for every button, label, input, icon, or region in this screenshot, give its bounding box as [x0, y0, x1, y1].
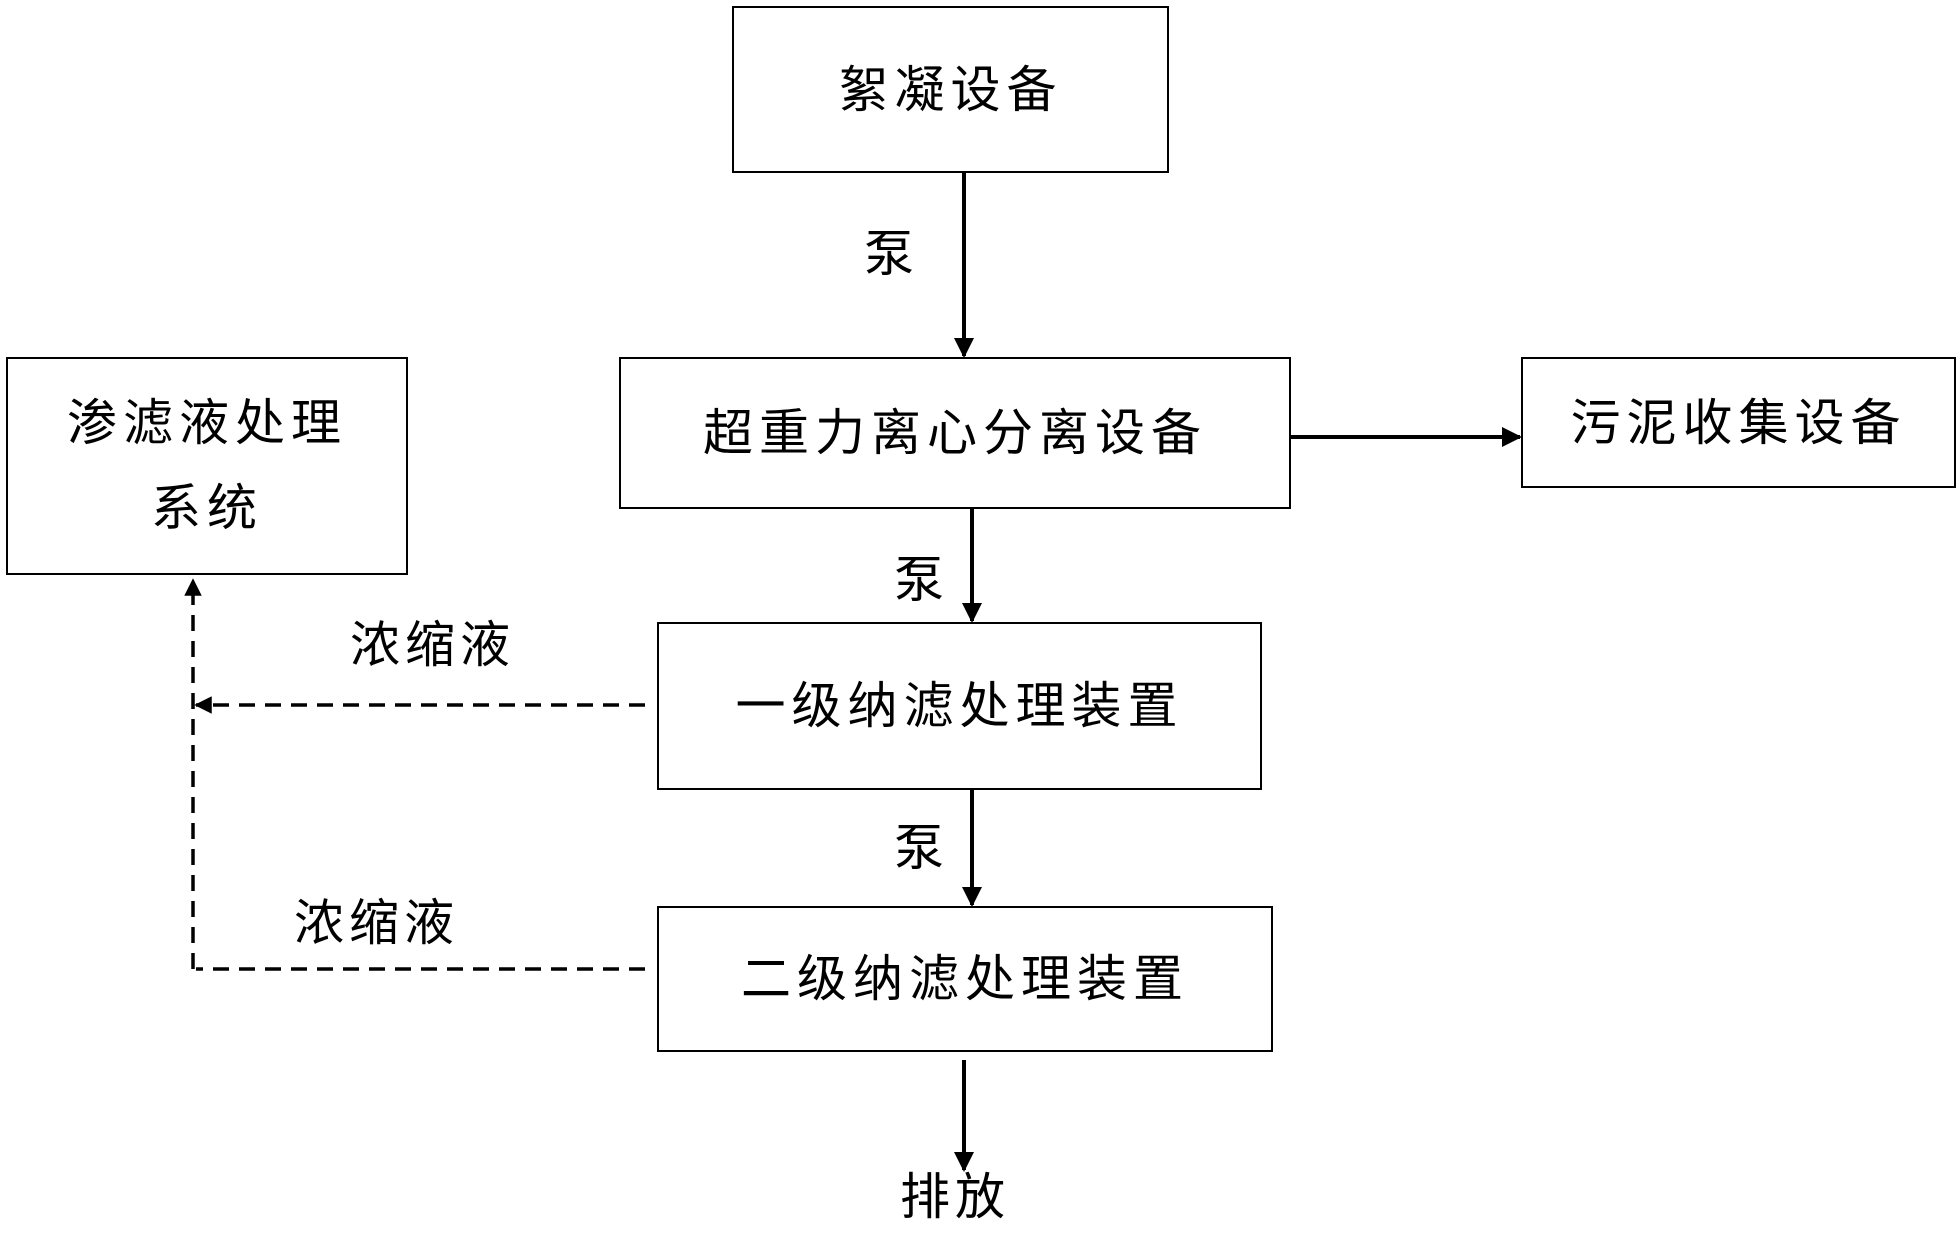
sludge-label: 污泥收集设备: [1570, 393, 1907, 452]
concentrate-label-1: 浓缩液: [350, 616, 515, 674]
pump-label-1: 泵: [864, 225, 919, 283]
sludge-box: 污泥收集设备: [1521, 357, 1956, 488]
concentrate-label-2: 浓缩液: [294, 894, 459, 952]
hypergravity-label: 超重力离心分离设备: [703, 404, 1207, 462]
flocculation-box: 絮凝设备: [732, 6, 1169, 173]
nf1-box: 一级纳滤处理装置: [657, 622, 1262, 790]
discharge-label: 排放: [900, 1168, 1010, 1226]
leachate-label-line2: 系统: [151, 479, 263, 537]
pump-label-2: 泵: [894, 551, 949, 609]
leachate-label-line1: 渗滤液处理: [67, 394, 347, 452]
leachate-box: 渗滤液处理 系统: [6, 357, 408, 575]
nf2-box: 二级纳滤处理装置: [657, 906, 1273, 1052]
nf1-label: 一级纳滤处理装置: [735, 677, 1184, 735]
hypergravity-box: 超重力离心分离设备: [619, 357, 1291, 509]
flocculation-label: 絮凝设备: [838, 60, 1063, 119]
nf2-label: 二级纳滤处理装置: [741, 950, 1189, 1008]
pump-label-3: 泵: [894, 819, 949, 877]
